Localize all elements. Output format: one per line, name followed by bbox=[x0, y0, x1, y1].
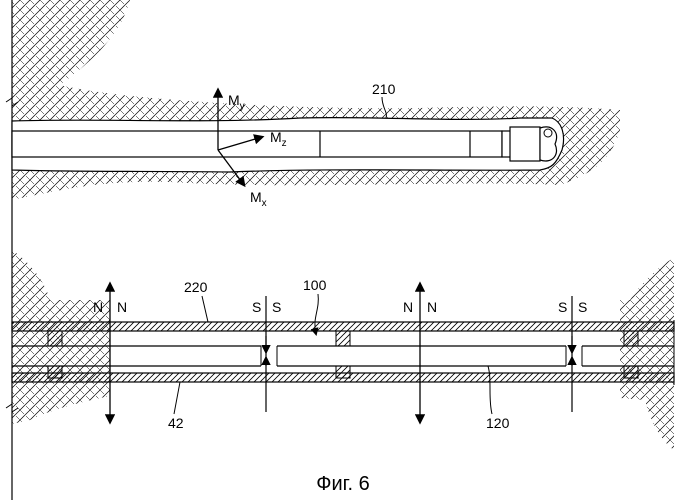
tubular-label: 100 bbox=[303, 277, 327, 293]
coupling bbox=[624, 366, 638, 378]
lower-formation: N N S S N N S S 220 100 120 42 bbox=[12, 250, 674, 450]
pole-label: S bbox=[272, 299, 281, 315]
figure-caption: Фиг. 6 bbox=[316, 473, 369, 495]
casing-wall-upper bbox=[12, 322, 674, 331]
pole-label: N bbox=[427, 299, 437, 315]
borehole-label: 210 bbox=[372, 81, 396, 97]
pole-label: S bbox=[252, 299, 261, 315]
coupling bbox=[48, 366, 62, 378]
casing-label: 220 bbox=[184, 279, 208, 295]
drill-bit bbox=[502, 127, 557, 161]
upper-formation: My Mz Mx 210 bbox=[12, 0, 620, 500]
string-label: 120 bbox=[486, 415, 510, 431]
pole-label: N bbox=[117, 299, 127, 315]
coupling bbox=[624, 331, 638, 346]
drill-string bbox=[12, 131, 502, 157]
pole-label: N bbox=[403, 299, 413, 315]
pole-label: S bbox=[558, 299, 567, 315]
pole-label: S bbox=[578, 299, 587, 315]
coupling bbox=[48, 331, 62, 346]
axis-x-label: Mx bbox=[250, 189, 267, 209]
pole-label: N bbox=[93, 299, 103, 315]
coupling bbox=[336, 331, 350, 346]
coupling bbox=[336, 366, 350, 378]
formation-rock-lower-right bbox=[620, 258, 674, 450]
formation-label: 42 bbox=[168, 415, 184, 431]
